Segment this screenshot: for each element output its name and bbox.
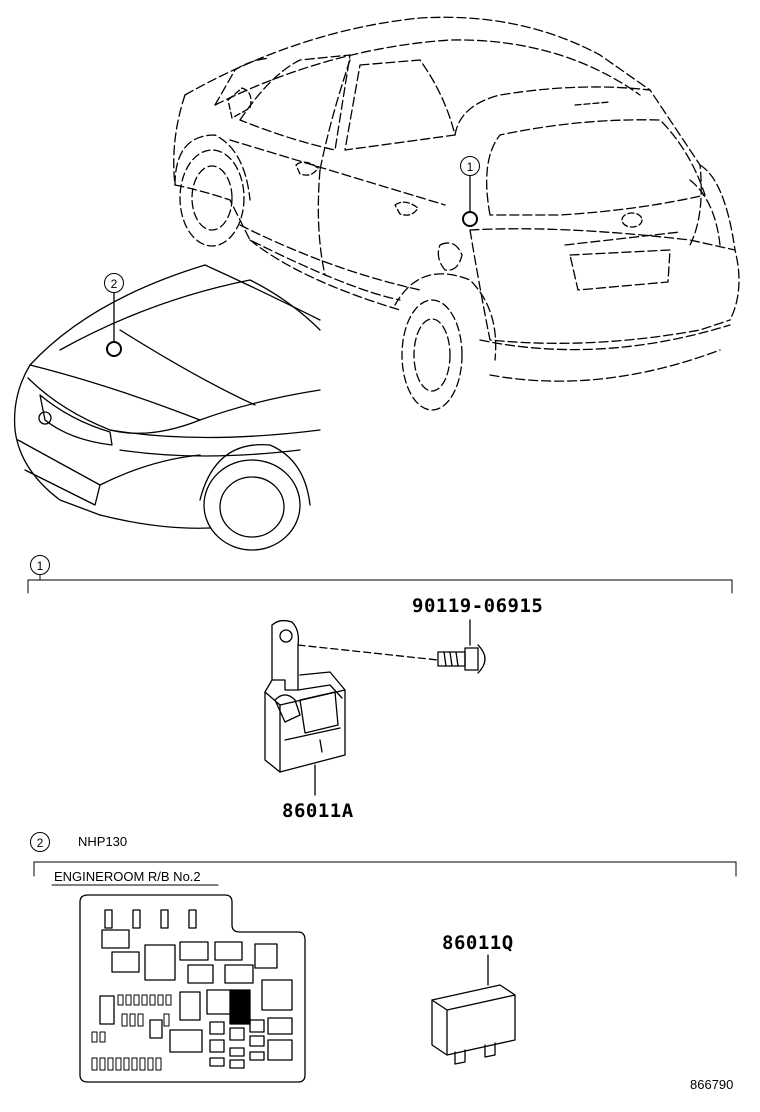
module-drawing (264, 619, 346, 796)
rear-car-outline (173, 16, 740, 382)
section-1-bracket (27, 579, 733, 594)
front-car-outline (13, 264, 321, 529)
location-2-marker (106, 341, 122, 357)
location-1-marker (462, 211, 478, 227)
callout-1: 1 (460, 156, 480, 176)
bolt-part-number: 90119-06915 (412, 595, 544, 617)
front-car-wheel (203, 459, 301, 551)
bolt-connection-line (297, 644, 439, 661)
callout-2: 2 (104, 273, 124, 293)
relay-block-drawing (79, 894, 306, 1083)
relay-drawing (431, 954, 516, 1065)
relay-part-number: 86011Q (442, 932, 514, 954)
section-1-marker: 1 (30, 555, 50, 575)
relay-block-label: ENGINEROOM R/B No.2 (54, 869, 201, 884)
model-code: NHP130 (78, 834, 128, 849)
module-part-number: 86011A (282, 800, 354, 822)
figure-id: 866790 (690, 1077, 734, 1092)
bolt-drawing (437, 619, 486, 674)
rear-car-wheels (179, 149, 463, 411)
rear-car-details (227, 87, 643, 228)
section-2-bracket (33, 861, 737, 877)
section-2-marker: 2 (30, 832, 50, 852)
